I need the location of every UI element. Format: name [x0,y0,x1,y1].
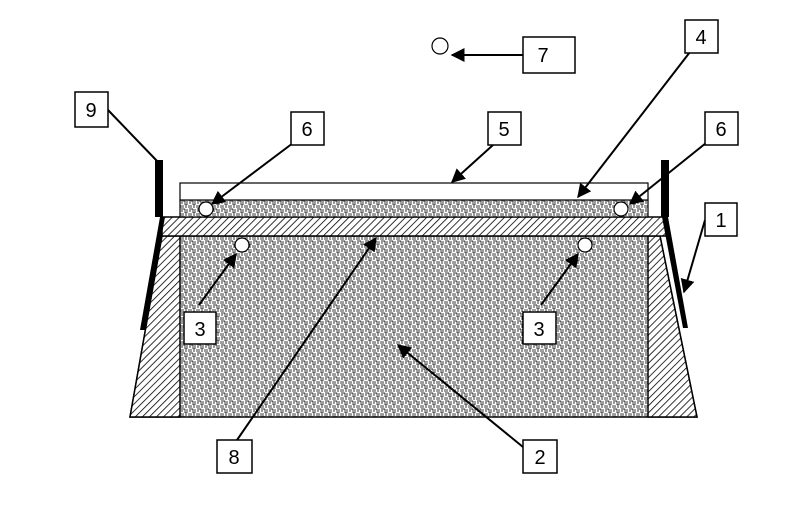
label-7: 7 [522,36,576,74]
label-6-right-text: 6 [715,119,726,141]
label-1-text: 1 [715,210,726,232]
label-8-text: 8 [228,447,239,469]
label-1: 1 [704,202,738,237]
circle-3-left [234,237,250,253]
label-4-text: 4 [695,27,706,49]
slab-layer [161,216,667,237]
circle-6-right [613,201,629,217]
label-8: 8 [216,439,253,474]
circle-3-right [577,237,593,253]
label-3-left: 3 [183,311,217,345]
circle-7 [431,37,449,55]
circles [198,37,629,253]
label-9-text: 9 [85,100,96,122]
label-2: 2 [522,439,558,474]
label-3-right-text: 3 [533,319,544,341]
label-6-left: 6 [290,111,325,146]
label-2-text: 2 [534,447,545,469]
leader-lines [107,48,707,448]
label-6-left-text: 6 [301,119,312,141]
label-3-right: 3 [522,311,557,345]
label-7-text: 7 [537,45,548,67]
label-4: 4 [684,19,719,54]
label-5-text: 5 [498,119,509,141]
circle-6-left [198,201,214,217]
top-strip [179,182,649,201]
label-9: 9 [74,91,109,128]
label-6-right: 6 [704,111,739,146]
upper-layer [179,199,649,218]
label-3-left-text: 3 [194,319,205,341]
basin-body [129,235,698,418]
posts [140,160,688,330]
label-5: 5 [487,111,522,146]
